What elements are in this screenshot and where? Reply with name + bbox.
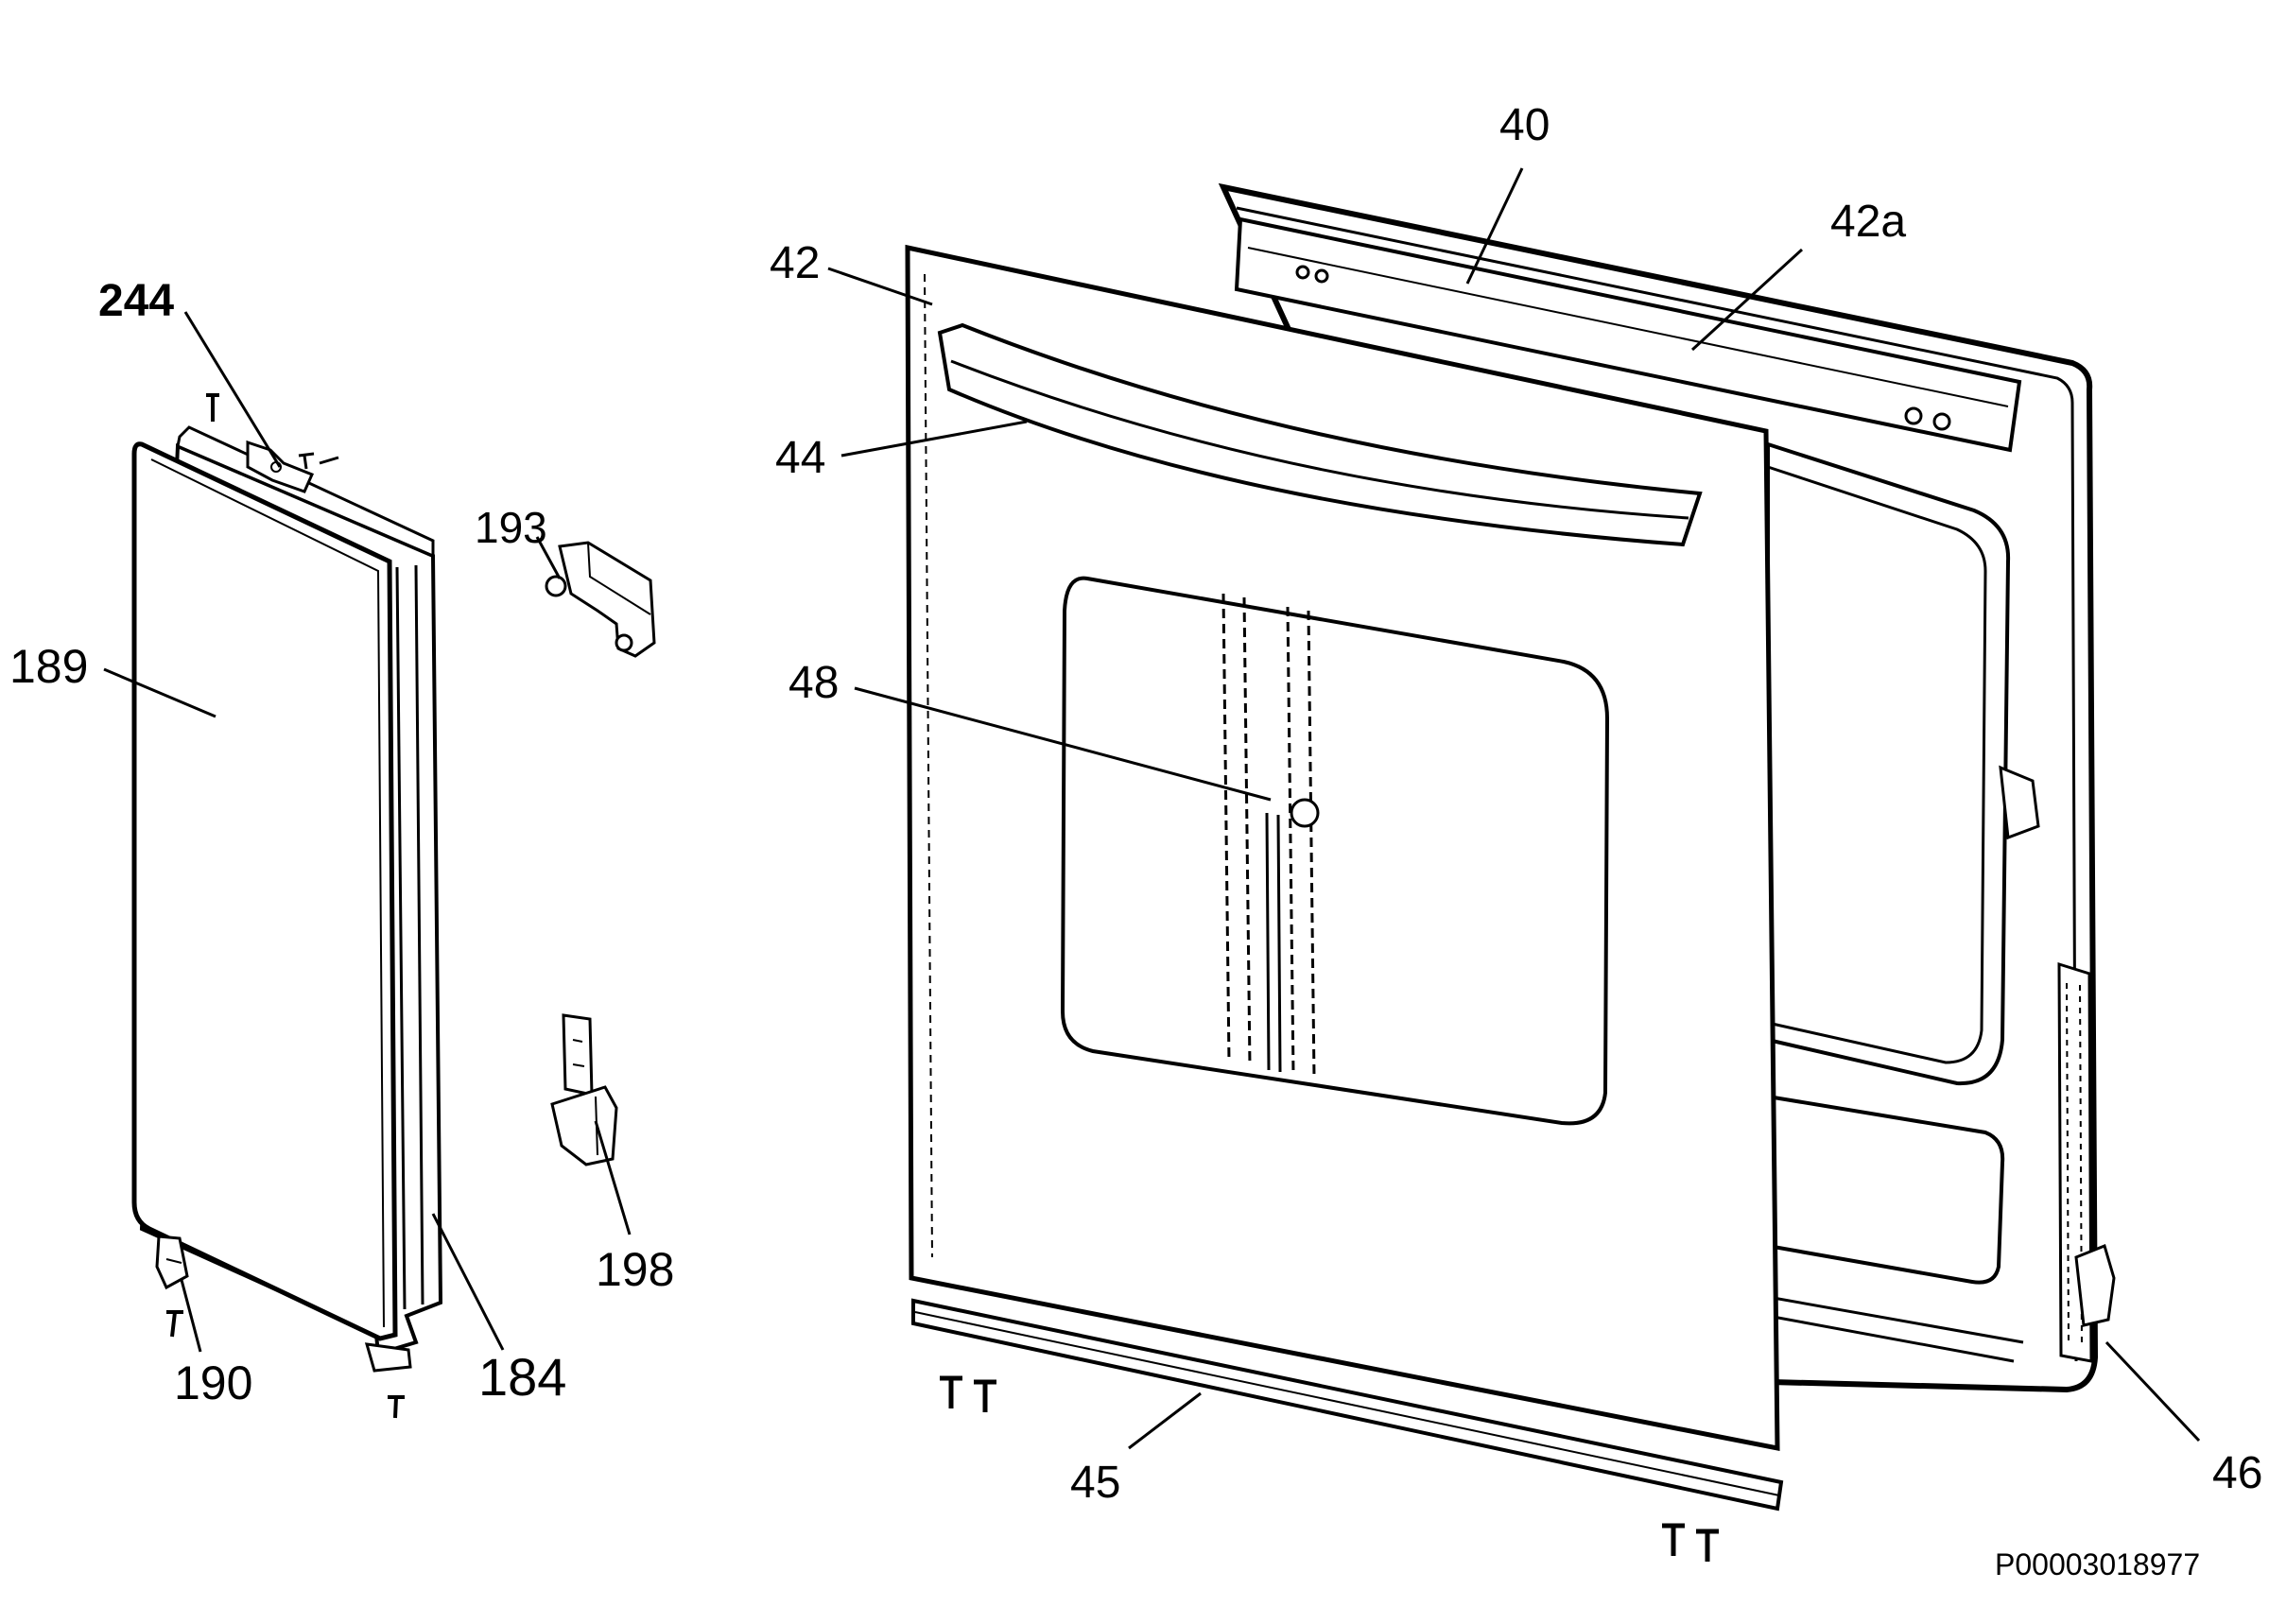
door-glass-48 <box>1060 576 1610 1126</box>
bracket-193-hole-b <box>615 633 633 652</box>
callout-42: 42 <box>770 238 820 288</box>
callout-42a: 42a <box>1830 197 1906 247</box>
bottom-foot-bracket <box>364 1342 412 1373</box>
bottom-bracket-46 <box>2074 1243 2116 1327</box>
callout-44: 44 <box>775 433 825 483</box>
glass-seam-hatch <box>1265 812 1282 1073</box>
oven-door-front-panel <box>905 244 1784 1562</box>
leader-42a <box>1690 248 1804 352</box>
top-rail-42a <box>1234 216 2022 453</box>
callout-184: 184 <box>478 1347 566 1407</box>
glass-seam <box>1221 593 1316 1079</box>
screw-top-a <box>206 393 219 422</box>
latch-detail <box>165 1258 182 1264</box>
leader-40 <box>1465 167 1524 285</box>
inner-window-recess <box>1766 441 2011 1086</box>
door-handle-edge <box>950 359 1689 520</box>
callout-244: 244 <box>98 276 174 326</box>
door-handle-44 <box>937 322 1703 547</box>
callout-193: 193 <box>475 503 547 552</box>
callout-198: 198 <box>596 1243 674 1296</box>
screw-bottom-left <box>166 1310 183 1338</box>
leader-193 <box>535 536 562 579</box>
bracket-193-fold <box>587 542 651 615</box>
leader-42 <box>827 267 933 306</box>
inner-window-recess-edge <box>1767 465 1987 1064</box>
rail-hole-b <box>1314 268 1329 284</box>
door-front-panel-189 <box>131 441 398 1341</box>
top-rail-inner <box>1247 247 2009 407</box>
bracket-193-hole-a <box>545 575 567 597</box>
inner-bottom-rail <box>1767 1295 2024 1363</box>
rail-hole-c <box>1904 406 1923 425</box>
callout-40: 40 <box>1499 100 1550 150</box>
hinge-bracket-193 <box>545 541 656 658</box>
leader-44 <box>840 420 1028 458</box>
seam-knob <box>1290 798 1320 828</box>
front-panel-inner-edge <box>924 273 933 1258</box>
leader-190 <box>180 1279 202 1353</box>
inner-frame-inner-edge <box>1236 206 2078 1362</box>
bracket-193-body <box>558 541 656 658</box>
lower-recess <box>1766 1094 2005 1285</box>
bottom-trim-edge <box>914 1311 1780 1496</box>
callout-190: 190 <box>174 1356 252 1409</box>
bracket-198-plate <box>562 1013 594 1097</box>
screw-top-b <box>298 452 339 470</box>
leader-244 <box>183 311 282 468</box>
bottom-latch-190 <box>155 1235 189 1290</box>
callout-labels: 40 42 42a 44 45 46 48 184 189 190 193 19… <box>9 100 2262 1508</box>
leader-lines <box>103 167 2201 1450</box>
leader-184 <box>431 1213 505 1351</box>
door-panel-edge <box>150 458 385 1328</box>
callout-48: 48 <box>788 658 839 708</box>
leader-48 <box>854 686 1272 802</box>
callout-189: 189 <box>9 640 88 693</box>
screw-front-a <box>940 1375 962 1408</box>
rail-hole-d <box>1932 412 1951 431</box>
screw-front-c <box>1662 1523 1685 1556</box>
leader-45 <box>1128 1391 1202 1450</box>
leader-46 <box>2104 1340 2201 1443</box>
document-code: P00003018977 <box>1995 1547 2200 1581</box>
callout-45: 45 <box>1070 1458 1120 1508</box>
rail-hole-a <box>1295 265 1310 280</box>
side-boss <box>1999 765 2040 840</box>
bracket-198-hinge <box>550 1085 618 1166</box>
screw-bottom-center <box>388 1395 405 1419</box>
small-door-assembly <box>131 393 443 1419</box>
screw-front-b <box>974 1379 996 1412</box>
hinge-bracket-198 <box>550 1013 618 1166</box>
callout-46: 46 <box>2212 1448 2262 1498</box>
leader-189 <box>103 667 217 718</box>
side-rail-hatch <box>2066 982 2083 1347</box>
screw-front-d <box>1696 1529 1719 1562</box>
leader-198 <box>594 1120 632 1235</box>
